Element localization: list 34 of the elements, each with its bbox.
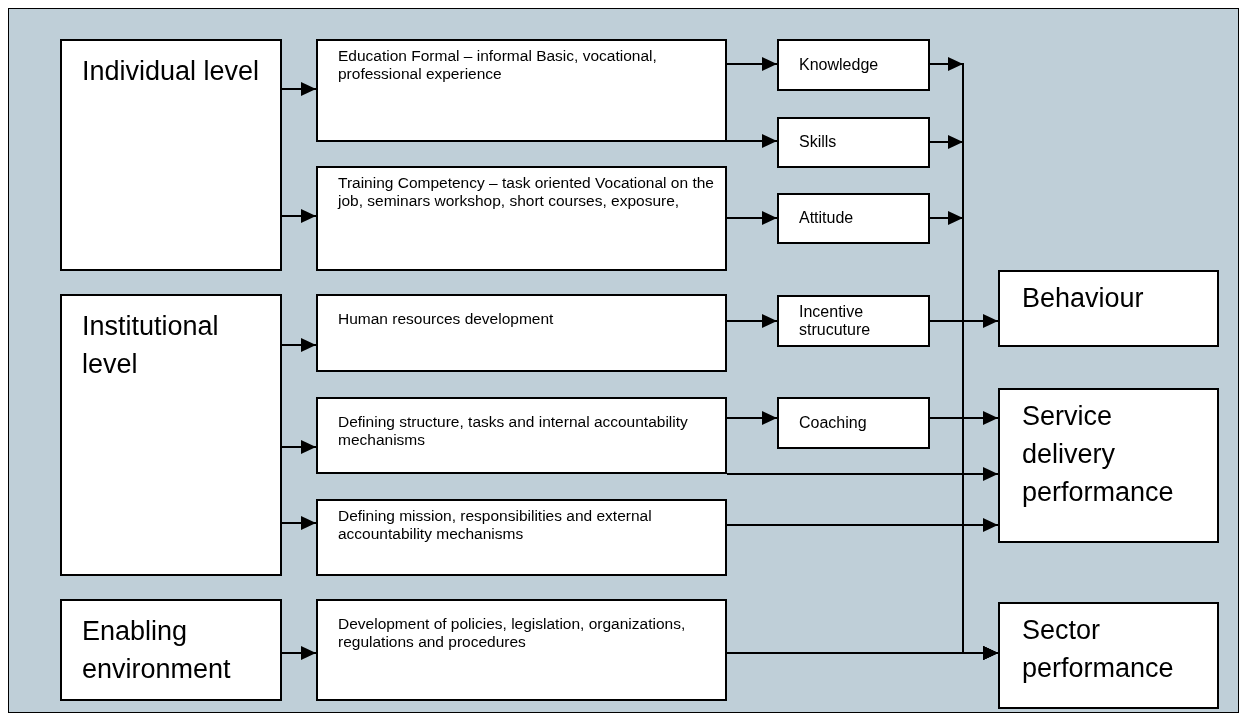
box-text: Training Competency – task oriented Vocational on the job, seminars workshop, short courses, exposure, (338, 174, 715, 210)
level-box (60, 39, 282, 271)
box-text: Enabling environment (82, 615, 232, 686)
level-box (60, 294, 282, 576)
activity-box (316, 499, 727, 576)
box-text: Coaching (799, 413, 868, 433)
activity-box (316, 166, 727, 271)
box-text: Incentive strucuture (799, 302, 872, 340)
box-text: Individual level (82, 55, 261, 88)
box-text: Knowledge (799, 55, 880, 75)
result-box (777, 397, 930, 449)
box-text: Institutional level (82, 310, 220, 381)
outcome-box (998, 270, 1219, 347)
result-box (777, 295, 930, 347)
outcome-box (998, 602, 1219, 709)
level-box (60, 599, 282, 701)
box-text: Development of policies, legislation, organizations, regulations and procedures (338, 615, 687, 651)
box-text: Service delivery performance (1022, 400, 1175, 509)
outcome-box (998, 388, 1219, 543)
box-text: Education Formal – informal Basic, vocational, professional experience (338, 47, 658, 83)
result-box (777, 193, 930, 244)
activity-box (316, 599, 727, 701)
box-text: Defining structure, tasks and internal accountability mechanisms (338, 413, 689, 449)
box-text: Defining mission, responsibilities and external accountability mechanisms (338, 507, 653, 543)
activity-box (316, 397, 727, 474)
result-box (777, 39, 930, 91)
result-box (777, 117, 930, 168)
box-text: Sector performance (1022, 614, 1175, 685)
box-text: Human resources development (338, 310, 555, 328)
box-text: Attitude (799, 209, 855, 228)
box-text: Behaviour (1022, 282, 1145, 315)
box-text: Skills (799, 133, 838, 152)
activity-box (316, 39, 727, 142)
activity-box (316, 294, 727, 372)
